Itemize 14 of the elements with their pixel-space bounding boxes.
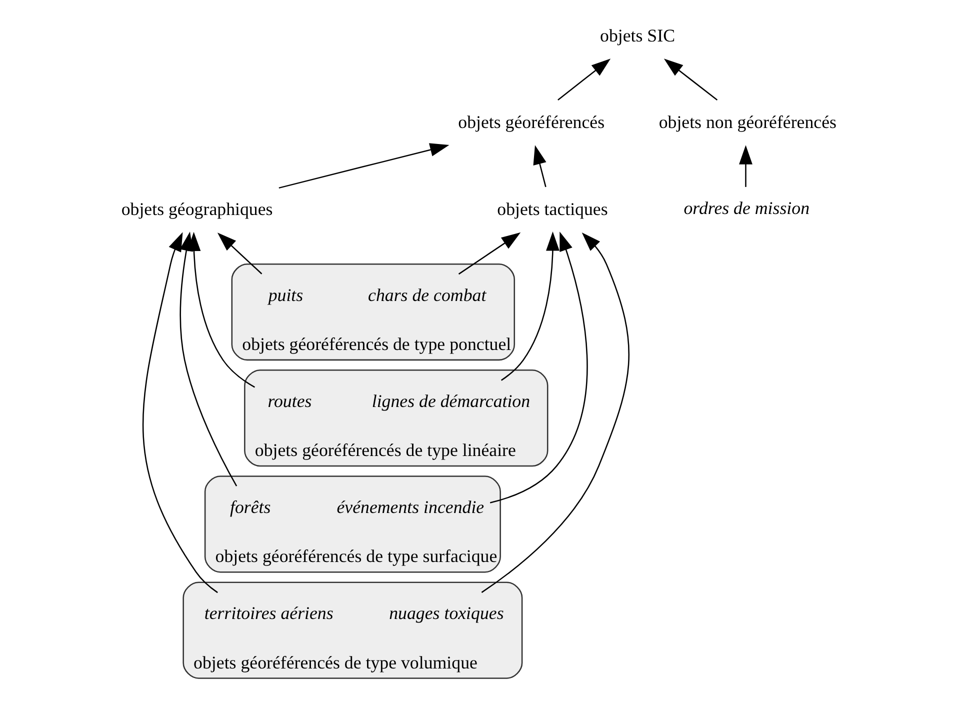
node-text: forêts xyxy=(229,496,270,517)
node-text: objets tactiques xyxy=(496,199,608,220)
node-text: ordres de mission xyxy=(683,198,810,218)
node-text: puits xyxy=(268,284,303,305)
node-text: lignes de démarcation xyxy=(371,390,530,411)
node-text: objets géoréférencés xyxy=(458,112,604,132)
node-text: événements incendie xyxy=(336,496,484,517)
node-text: routes xyxy=(267,390,312,411)
node-text: objets SIC xyxy=(600,25,675,46)
node-text: objets non géoréférencés xyxy=(658,112,836,132)
node-text: objets géographiques xyxy=(120,199,272,220)
node-text: territoires aériens xyxy=(204,603,333,624)
node-text: nuages toxiques xyxy=(388,603,504,624)
node-text: chars de combat xyxy=(368,284,486,305)
